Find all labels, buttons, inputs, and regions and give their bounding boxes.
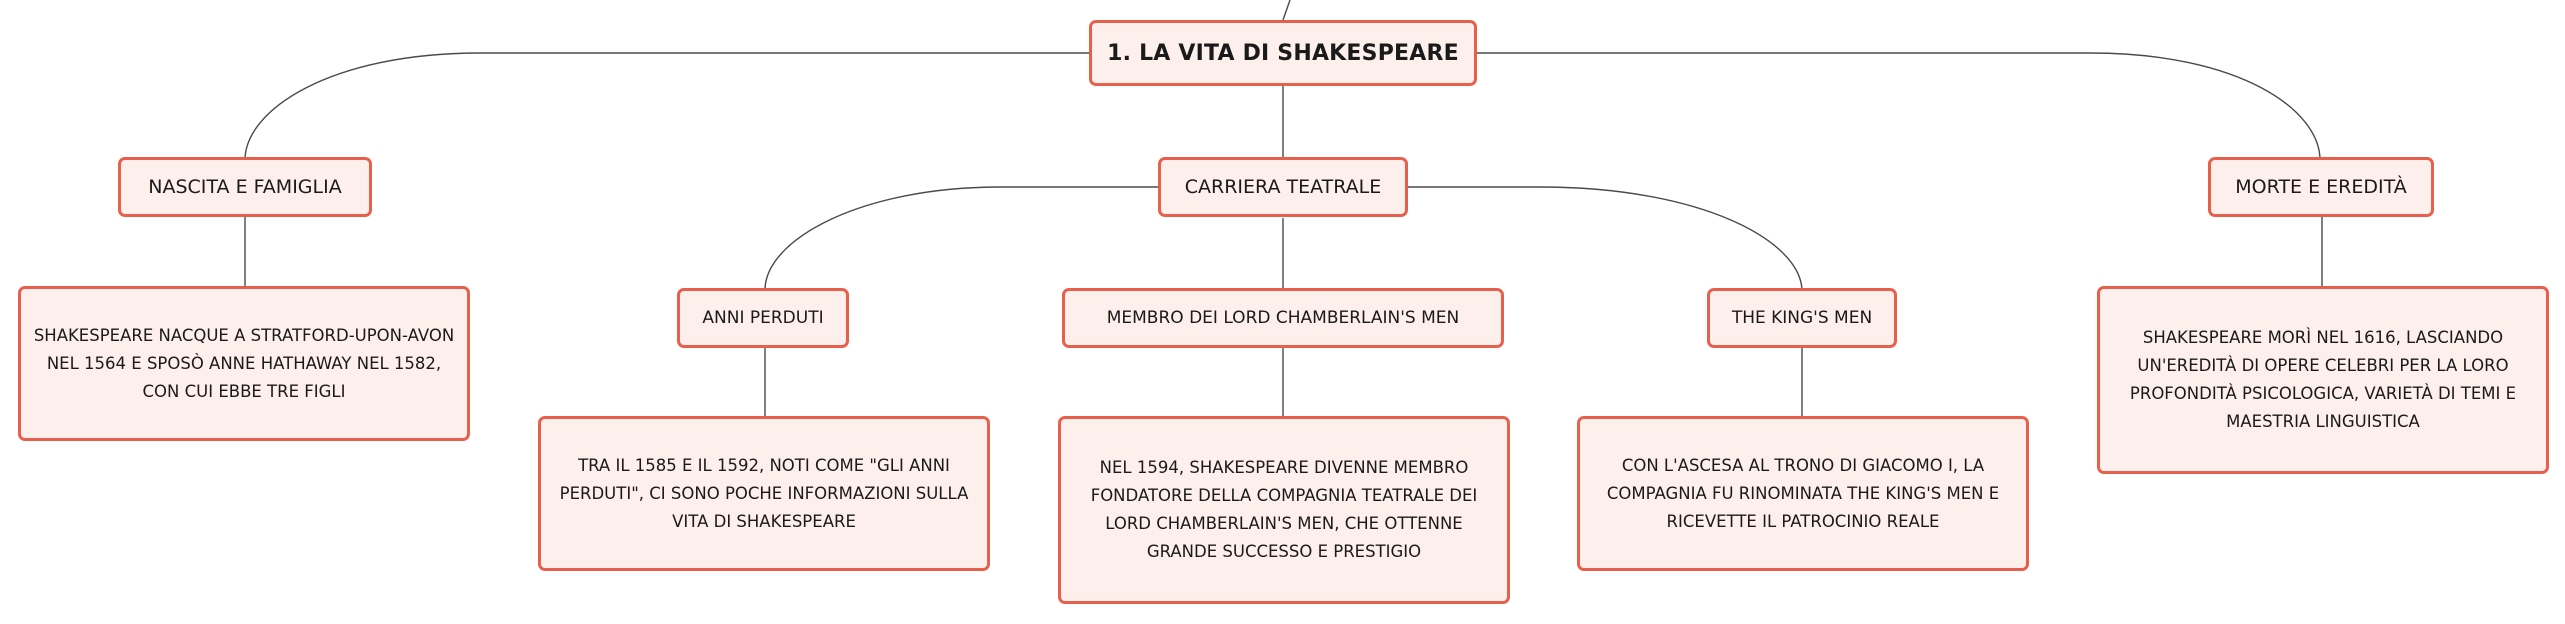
topic-morte-e-eredita[interactable]: MORTE E EREDITÀ bbox=[2208, 157, 2434, 217]
subtopic-lord-chamberlains-men[interactable]: MEMBRO DEI LORD CHAMBERLAIN'S MEN bbox=[1062, 288, 1504, 348]
connector-carriera-anni bbox=[764, 186, 1160, 291]
topic-label: CARRIERA TEATRALE bbox=[1184, 176, 1382, 198]
detail-text: SHAKESPEARE MORÌ NEL 1616, LASCIANDO UN'… bbox=[2129, 328, 2517, 431]
subtopic-the-kings-men[interactable]: THE KING'S MEN bbox=[1707, 288, 1897, 348]
detail-text: CON L'ASCESA AL TRONO DI GIACOMO I, LA C… bbox=[1606, 455, 2000, 531]
subtopic-anni-perduti[interactable]: ANNI PERDUTI bbox=[677, 288, 849, 348]
detail-text: SHAKESPEARE NACQUE A STRATFORD-UPON-AVON… bbox=[33, 325, 455, 401]
topic-label: MORTE E EREDITÀ bbox=[2235, 176, 2407, 198]
subtopic-label: MEMBRO DEI LORD CHAMBERLAIN'S MEN bbox=[1106, 308, 1460, 328]
connector-root-parent bbox=[1282, 0, 1291, 21]
detail-nascita-e-famiglia[interactable]: SHAKESPEARE NACQUE A STRATFORD-UPON-AVON… bbox=[18, 286, 470, 441]
detail-text: TRA IL 1585 E IL 1592, NOTI COME "GLI AN… bbox=[559, 455, 969, 531]
subtopic-label: THE KING'S MEN bbox=[1731, 308, 1873, 328]
detail-the-kings-men[interactable]: CON L'ASCESA AL TRONO DI GIACOMO I, LA C… bbox=[1577, 416, 2029, 571]
detail-anni-perduti[interactable]: TRA IL 1585 E IL 1592, NOTI COME "GLI AN… bbox=[538, 416, 990, 571]
subtopic-label: ANNI PERDUTI bbox=[702, 308, 824, 328]
connector-carriera-kings bbox=[1406, 186, 1803, 291]
topic-nascita-e-famiglia[interactable]: NASCITA E FAMIGLIA bbox=[118, 157, 372, 217]
topic-carriera-teatrale[interactable]: CARRIERA TEATRALE bbox=[1158, 157, 1408, 217]
detail-morte-e-eredita[interactable]: SHAKESPEARE MORÌ NEL 1616, LASCIANDO UN'… bbox=[2097, 286, 2549, 474]
detail-lord-chamberlains-men[interactable]: NEL 1594, SHAKESPEARE DIVENNE MEMBRO FON… bbox=[1058, 416, 1510, 604]
connector-root-nascita bbox=[244, 52, 1090, 161]
root-node[interactable]: 1. LA VITA DI SHAKESPEARE bbox=[1089, 20, 1477, 86]
connector-root-morte bbox=[1476, 52, 2321, 161]
topic-label: NASCITA E FAMIGLIA bbox=[148, 176, 342, 198]
detail-text: NEL 1594, SHAKESPEARE DIVENNE MEMBRO FON… bbox=[1090, 458, 1478, 561]
root-label: 1. LA VITA DI SHAKESPEARE bbox=[1107, 40, 1459, 66]
